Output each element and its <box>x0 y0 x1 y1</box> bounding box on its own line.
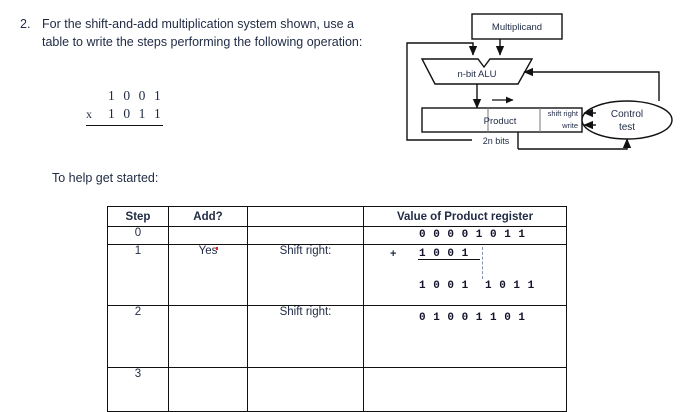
shift-add-multiplier-diagram: Multiplicand n-bit ALU Product 2n bits s… <box>400 8 681 163</box>
write-label: write <box>561 121 578 130</box>
cell-add-2[interactable] <box>168 305 248 368</box>
steps-table-container: Step Add? Value of Product register 0 0 … <box>107 206 567 412</box>
product-to-alu-feedback-line <box>406 42 478 141</box>
cell-step-0: 0 <box>107 226 169 245</box>
question-text: For the shift-and-add multiplication sys… <box>42 17 363 49</box>
multiply-operator: x <box>86 107 92 121</box>
table-header-row: Step Add? Value of Product register <box>107 206 567 227</box>
multiplier-value: 1 0 1 1 <box>108 106 164 121</box>
cell-add-3[interactable] <box>168 367 248 412</box>
bit-group-divider <box>482 247 483 279</box>
product-box <box>421 107 583 133</box>
cell-value-3[interactable] <box>363 367 567 412</box>
table-row: 2 Shift right: <box>107 305 567 368</box>
helper-text: To help get started: <box>52 171 159 185</box>
multiplier-row: x 1 0 1 1 <box>86 106 164 126</box>
table-row: 3 <box>107 367 567 412</box>
multiplicand-row: 1 0 0 1 <box>86 88 163 106</box>
bits-sum-low: 1 0 1 1 <box>485 280 535 292</box>
value-line-sum: 1 0 0 1 1 0 1 1 <box>364 279 566 293</box>
value-line-shifted: 0 1 0 0 1 1 0 1 <box>364 311 566 325</box>
cell-note-0[interactable] <box>247 226 364 245</box>
bits-sum-high: 1 0 0 1 <box>419 280 469 292</box>
add-answer-yes: Yes <box>198 245 218 257</box>
bits-initial-product: 0 0 0 0 1 0 1 1 <box>419 229 526 241</box>
value-line: 0 0 0 0 1 0 1 1 <box>364 228 566 242</box>
cell-note-3[interactable] <box>247 367 364 412</box>
control-test-ellipse <box>581 100 673 140</box>
shift-right-label: shift right <box>548 109 579 118</box>
cell-value-2[interactable] <box>363 305 567 368</box>
header-value: Value of Product register <box>363 206 567 227</box>
red-mark-artifact <box>216 247 218 250</box>
control-to-alu-feedback-line <box>523 67 660 101</box>
cell-add-0[interactable] <box>168 226 248 245</box>
alu-label: n-bit ALU <box>457 69 496 80</box>
cell-value-0[interactable]: 0 0 0 0 1 0 1 1 <box>363 226 567 245</box>
control-label-line1: Control <box>611 109 643 120</box>
cell-note-1[interactable]: Shift right: <box>247 244 364 306</box>
cell-step-1: 1 <box>107 244 169 306</box>
header-step: Step <box>107 206 169 227</box>
product-box-label: Product <box>484 116 517 127</box>
question-row: 2. For the shift-and-add multiplication … <box>20 16 370 51</box>
cell-add-1[interactable]: Yes <box>168 244 248 306</box>
cell-step-3: 3 <box>107 367 169 412</box>
question-number: 2. <box>20 17 31 31</box>
header-add: Add? <box>168 206 248 227</box>
multiplicand-box <box>471 13 563 40</box>
control-label-line2: test <box>619 122 635 133</box>
product-to-control-feedback-line <box>518 138 632 150</box>
cell-value-1[interactable]: + 1 0 0 1 1 0 0 1 1 0 1 1 0 1 0 0 1 1 0 … <box>363 244 567 324</box>
addend-underline <box>418 259 480 260</box>
question-block: 2. For the shift-and-add multiplication … <box>20 16 370 51</box>
plus-sign: + <box>390 248 397 260</box>
cell-note-2[interactable]: Shift right: <box>247 305 364 368</box>
value-rows-step-0: 0 0 0 0 1 0 1 1 <box>364 227 566 244</box>
value-line-addend: + 1 0 0 1 <box>364 247 566 261</box>
alu-shape <box>420 58 534 85</box>
multiplicand-box-label: Multiplicand <box>492 22 542 33</box>
product-bits-label: 2n bits <box>483 136 510 146</box>
multiplication-problem: 1 0 0 1 x 1 0 1 1 <box>86 88 164 126</box>
bits-shifted-product: 0 1 0 0 1 1 0 1 <box>419 312 526 324</box>
value-rows-step-2 <box>364 306 566 367</box>
value-rows-step-1: + 1 0 0 1 1 0 0 1 1 0 1 1 0 1 0 0 1 1 0 … <box>364 245 566 324</box>
table-row: 1 Yes Shift right: + 1 0 0 1 <box>107 244 567 324</box>
bits-addend: 1 0 0 1 <box>419 248 469 260</box>
steps-table: Step Add? Value of Product register 0 0 … <box>107 206 567 412</box>
value-rows-step-3 <box>364 368 566 411</box>
multiplicand-value: 1 0 0 1 <box>108 88 164 103</box>
header-blank <box>247 206 364 227</box>
table-row: 0 0 0 0 0 1 0 1 1 <box>107 226 567 245</box>
cell-step-2: 2 <box>107 305 169 368</box>
